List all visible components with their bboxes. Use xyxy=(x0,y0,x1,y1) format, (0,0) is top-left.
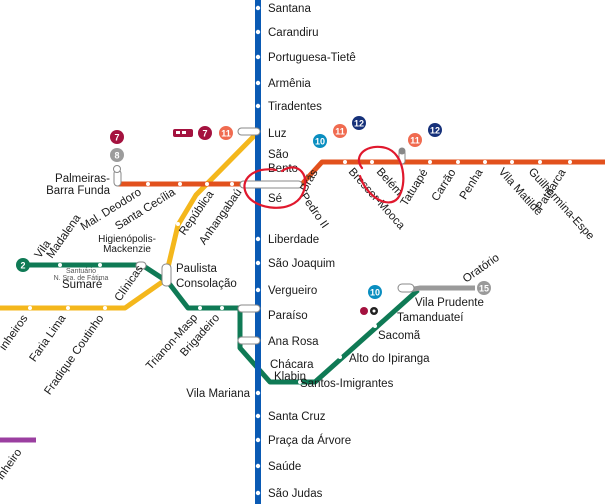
station-praca-da-arvore: Praça da Árvore xyxy=(268,434,351,447)
station-sao-joaquim: São Joaquim xyxy=(268,258,335,270)
line-11-badge-tatuape: 11 xyxy=(408,133,422,147)
line-11-badge-luz: 11 xyxy=(219,126,233,140)
station-pedro-ii: Pedro II xyxy=(298,191,331,231)
station-ana-rosa: Ana Rosa xyxy=(268,336,319,348)
svg-text:2: 2 xyxy=(20,261,25,271)
svg-text:15: 15 xyxy=(479,284,489,294)
airport-bus-icon xyxy=(360,307,378,315)
station-luz: Luz xyxy=(268,128,287,140)
station-sumare: Sumaré xyxy=(62,279,102,291)
station-tiradentes: Tiradentes xyxy=(268,101,322,113)
interchange-knob-palmeiras xyxy=(113,165,121,173)
station-higienopolis-1: Higienópolis- xyxy=(98,234,156,245)
station-paraiso: Paraíso xyxy=(268,310,308,322)
svg-text:7: 7 xyxy=(202,129,207,139)
station-vila-madalena-2: Madalena xyxy=(45,212,84,261)
interchange-knob-bras xyxy=(398,147,406,155)
line-10-badge-tamanduatei: 10 xyxy=(368,285,382,299)
svg-text:12: 12 xyxy=(354,119,364,129)
station-santuario-2: N. Sra. de Fátima xyxy=(54,275,109,282)
station-se: Sé xyxy=(268,193,282,205)
station-higienopolis-2: Mackenzie xyxy=(103,244,151,255)
station-consolacao: Consolação xyxy=(176,278,237,290)
station-palmeiras-1: Palmeiras- xyxy=(55,173,110,185)
train-icon xyxy=(173,129,193,137)
line-1-labels: Santana Carandiru Portuguesa-Tietê Armên… xyxy=(186,3,356,500)
station-paulista: Paulista xyxy=(176,263,218,275)
line-2-stations xyxy=(58,263,377,384)
line-8-badge: 8 xyxy=(110,148,124,162)
svg-text:7: 7 xyxy=(114,133,119,143)
station-pinheiros: inheiros xyxy=(0,313,31,353)
station-oratorio: Oratório xyxy=(461,252,502,286)
station-santana: Santana xyxy=(268,3,311,15)
line-1-stations xyxy=(255,5,261,496)
station-chacara-1: Chácara xyxy=(270,359,314,371)
line-12-badge-tatuape: 12 xyxy=(428,123,442,137)
line-12-badge-bras: 12 xyxy=(352,116,366,130)
line-15-silver xyxy=(407,285,475,293)
station-alto-ipiranga: Alto do Ipiranga xyxy=(349,353,430,365)
station-santuario-1: Santuário xyxy=(66,268,96,275)
station-faria-lima: Faria Lima xyxy=(27,312,68,364)
station-carrao: Carrão xyxy=(430,167,459,203)
station-penha: Penha xyxy=(458,167,486,202)
svg-text:10: 10 xyxy=(370,288,380,298)
line-2-badge: 2 xyxy=(16,258,30,272)
svg-text:11: 11 xyxy=(335,127,345,137)
svg-text:11: 11 xyxy=(410,136,420,146)
line-7-badge-luz: 7 xyxy=(198,126,212,140)
station-liberdade: Liberdade xyxy=(268,234,319,246)
interchanges xyxy=(17,127,415,345)
station-carandiru: Carandiru xyxy=(268,27,319,39)
station-vila-mariana: Vila Mariana xyxy=(186,388,250,400)
svg-text:8: 8 xyxy=(114,151,119,161)
station-tamanduatei: Tamanduateí xyxy=(397,312,464,324)
annotation-circle-belem xyxy=(357,145,405,204)
station-santa-cruz: Santa Cruz xyxy=(268,411,326,423)
svg-text:12: 12 xyxy=(430,126,440,136)
annotation-circles xyxy=(243,145,405,209)
line-4-stations xyxy=(28,222,180,310)
line-10-badge-bras: 10 xyxy=(313,134,327,148)
annotation-circle-se xyxy=(243,166,307,209)
line-3-red xyxy=(118,159,605,187)
line-15-badge: 15 xyxy=(477,281,491,295)
svg-text:11: 11 xyxy=(221,129,231,139)
station-portuguesa-tiete: Portuguesa-Tietê xyxy=(268,52,356,64)
station-vergueiro: Vergueiro xyxy=(268,285,317,297)
station-sao-bento-2: Bento xyxy=(268,163,298,175)
station-sacoma: Sacomã xyxy=(378,330,421,342)
line-7-badge-left: 7 xyxy=(110,130,124,144)
station-sao-bento-1: São xyxy=(268,149,288,161)
line-11-badge-bras: 11 xyxy=(333,124,347,138)
line-3-stations xyxy=(146,160,572,186)
station-pinheiro-cut: o Pinheiro xyxy=(0,447,24,496)
line-4-labels: inheiros Faria Lima Fradique Coutinho xyxy=(0,312,106,397)
station-saude: Saúde xyxy=(268,461,301,473)
svg-text:10: 10 xyxy=(315,137,325,147)
station-sao-judas: São Judas xyxy=(268,488,323,500)
station-chacara-2: Klabin xyxy=(274,371,306,383)
station-armenia: Armênia xyxy=(268,78,311,90)
station-vila-prudente: Vila Prudente xyxy=(415,297,484,309)
station-santos-imigrantes: Santos-Imigrantes xyxy=(300,378,394,390)
station-palmeiras-2: Barra Funda xyxy=(46,185,111,197)
